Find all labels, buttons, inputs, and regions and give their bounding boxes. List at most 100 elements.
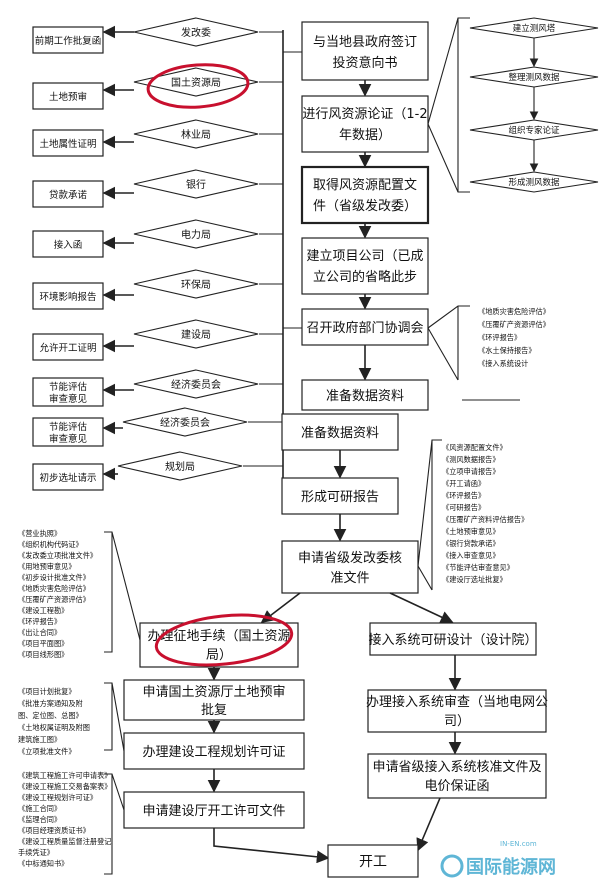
- coord-item-2: 《压覆矿产资源评估》: [478, 320, 550, 329]
- middle-main-column: 准备数据资料 形成可研报告 申请省级发改委核 准文件: [281, 413, 419, 594]
- step-access-review-l2: 司）: [444, 714, 470, 729]
- step-wind-allocation-l1: 取得风资源配置文: [313, 177, 417, 193]
- wind-step-2: 整理测风数据: [508, 72, 560, 83]
- dept-row-6: 环保局 环境影响报告: [32, 269, 283, 310]
- step-construction-permit: 申请建设厅开工许可文件: [142, 804, 285, 819]
- approval-doc-10: 《接入审查意见》: [442, 551, 500, 560]
- highlight-circle-land-acquisition: [154, 613, 294, 667]
- land-doc-12: 《项目线形图》: [18, 650, 68, 659]
- step-establish-company-l1: 建立项目公司（已成: [306, 249, 423, 264]
- departments-column: 发改委 前期工作批复函 国土资源局 土地预审 林业局 土地属性证明 银行: [32, 17, 302, 492]
- land-docs-list: 《营业执照》 《组织机构代码证》 《发改委立项批准文件》 《用地预审意见》 《初…: [18, 529, 141, 659]
- land-doc-1: 《营业执照》: [18, 529, 61, 538]
- step-access-review-l1: 办理接入系统审查（当地电网公: [366, 694, 548, 710]
- land-doc-6: 《地质灾害危险评估》: [18, 584, 90, 593]
- planning-doc-3: 图、定位图、总图》: [18, 711, 83, 720]
- land-doc-4: 《用地预审意见》: [18, 562, 76, 571]
- wind-step-3: 组织专家论证: [508, 125, 560, 136]
- land-doc-11: 《项目平面图》: [18, 639, 68, 648]
- land-doc-5: 《初步设计批准文件》: [18, 573, 90, 582]
- dept-row-7: 建设局 允许开工证明: [32, 319, 283, 361]
- result-loan-commitment: 贷款承诺: [49, 189, 88, 201]
- right-branch: 接入系统可研设计（设计院） 办理接入系统审查（当地电网公 司） 申请省级接入系统…: [366, 622, 548, 852]
- land-doc-10: 《出让合同》: [18, 628, 61, 637]
- step-wind-analysis-l2: 年数据）: [339, 128, 391, 143]
- approval-doc-1: 《风资源配置文件》: [442, 443, 507, 452]
- approval-doc-3: 《立项申请报告》: [442, 467, 500, 476]
- step-sign-agreement-l1: 与当地县政府签订: [313, 34, 417, 50]
- watermark-brand: 国际能源网: [466, 856, 556, 878]
- dept-economic-committee-2: 经济委员会: [160, 416, 210, 429]
- dept-bank: 银行: [186, 178, 206, 191]
- planning-doc-1: 《项目计划批复》: [18, 687, 76, 696]
- planning-docs-list: 《项目计划批复》 《批准方案通知及附 图、定位图、总图》 《土地权属证明及附图 …: [18, 682, 125, 756]
- approval-doc-2: 《测风数据报告》: [442, 455, 500, 464]
- result-access-letter: 接入函: [54, 239, 83, 251]
- coordination-list: 《地质灾害危险评估》 《压覆矿产资源评估》 《环评报告》 《水土保持报告》 《接…: [427, 305, 550, 401]
- step-feasibility-report: 形成可研报告: [301, 490, 379, 505]
- permit-doc-5: 《监理合同》: [18, 815, 61, 824]
- dept-economic-committee-1: 经济委员会: [171, 378, 221, 391]
- permit-doc-8: 手续凭证》: [18, 848, 54, 857]
- dept-row-5: 电力局 接入函: [32, 219, 283, 258]
- step-land-acquisition-l2: 局）: [206, 648, 232, 663]
- permit-doc-4: 《施工合同》: [18, 804, 61, 813]
- dept-row-8: 经济委员会 节能评估 审查意见: [32, 369, 283, 407]
- dept-land-resources: 国土资源局: [171, 76, 221, 89]
- step-planning-permit: 办理建设工程规划许可证: [142, 745, 285, 760]
- dept-row-4: 银行 贷款承诺: [32, 169, 283, 208]
- permit-doc-2: 《建设工程施工交易备案表》: [18, 782, 111, 791]
- step-provincial-approval-l2: 准文件: [330, 571, 369, 586]
- coord-item-4: 《水土保持报告》: [478, 346, 536, 355]
- watermark: IN-EN.com 国际能源网: [440, 840, 556, 878]
- result-energy-review-2-l1: 节能评估: [49, 421, 88, 433]
- result-energy-review-1-l1: 节能评估: [49, 381, 88, 393]
- approval-doc-9: 《银行贷款承诺》: [442, 539, 500, 548]
- result-preliminary-approval: 前期工作批复函: [35, 35, 102, 47]
- step-land-pre-approval-l2: 批复: [201, 703, 227, 718]
- step-prepare-data-upper: 准备数据资料: [326, 388, 404, 404]
- planning-doc-4: 《土地权属证明及附图: [18, 723, 90, 732]
- result-energy-review-1-l2: 审查意见: [49, 393, 87, 405]
- dept-row-9: 经济委员会 节能评估 审查意见: [32, 407, 283, 447]
- permit-doc-7: 《建设工程质量监督注册登记: [18, 837, 111, 846]
- result-site-selection: 初步选址请示: [39, 472, 96, 484]
- step-access-approval-l1: 申请省级接入系统核准文件及: [372, 759, 541, 775]
- approval-doc-8: 《土地预审意见》: [442, 527, 500, 536]
- planning-doc-6: 《立项批准文件》: [18, 747, 76, 756]
- permit-doc-9: 《中标通知书》: [18, 859, 68, 868]
- coord-item-5: 《接入系统设计: [478, 359, 528, 368]
- dept-environment: 环保局: [181, 278, 211, 291]
- dept-row-1: 发改委 前期工作批复函: [32, 17, 283, 54]
- step-start-construction: 开工: [359, 854, 387, 870]
- left-branch: 办理征地手续（国土资源 局） 申请国土资源厅土地预审 批复 办理建设工程规划许可…: [123, 613, 330, 864]
- step-sign-agreement-l2: 投资意向书: [332, 55, 397, 71]
- coord-item-3: 《环评报告》: [478, 333, 521, 342]
- land-doc-8: 《建设工程勘》: [18, 606, 68, 615]
- dept-row-3: 林业局 土地属性证明: [32, 119, 283, 157]
- dept-row-10: 规划局 初步选址请示: [32, 451, 283, 491]
- coord-item-1: 《地质灾害危险评估》: [478, 307, 550, 316]
- permit-doc-6: 《项目经理资质证书》: [18, 826, 90, 835]
- dept-power-bureau: 电力局: [181, 228, 211, 241]
- step-land-pre-approval-l1: 申请国土资源厅土地预审: [142, 685, 285, 700]
- approval-doc-6: 《可研报告》: [442, 503, 485, 512]
- land-doc-7: 《压覆矿产资源评估》: [18, 595, 90, 604]
- highlight-circle-land-dept: [146, 63, 250, 109]
- step-provincial-approval-l1: 申请省级发改委核: [298, 550, 402, 566]
- approval-doc-5: 《环评报告》: [442, 491, 485, 500]
- land-doc-2: 《组织机构代码证》: [18, 540, 83, 549]
- watermark-logo-icon: [440, 854, 464, 878]
- step-wind-analysis-l1: 进行风资源论证（1-2: [302, 107, 427, 122]
- planning-doc-2: 《批准方案通知及附: [18, 699, 83, 708]
- dept-fagaiwei: 发改委: [181, 26, 211, 39]
- approval-doc-4: 《开工请函》: [442, 479, 485, 488]
- step-access-design: 接入系统可研设计（设计院）: [368, 632, 537, 648]
- watermark-site: IN-EN.com: [500, 840, 537, 848]
- step-coordination-meeting: 召开政府部门协调会: [306, 321, 423, 336]
- result-environment-report: 环境影响报告: [39, 291, 96, 303]
- permit-doc-3: 《建设工程规划许可证》: [18, 793, 97, 802]
- step-access-approval-l2: 电价保证函: [424, 779, 489, 794]
- step-land-acquisition-l1: 办理征地手续（国土资源: [147, 629, 290, 644]
